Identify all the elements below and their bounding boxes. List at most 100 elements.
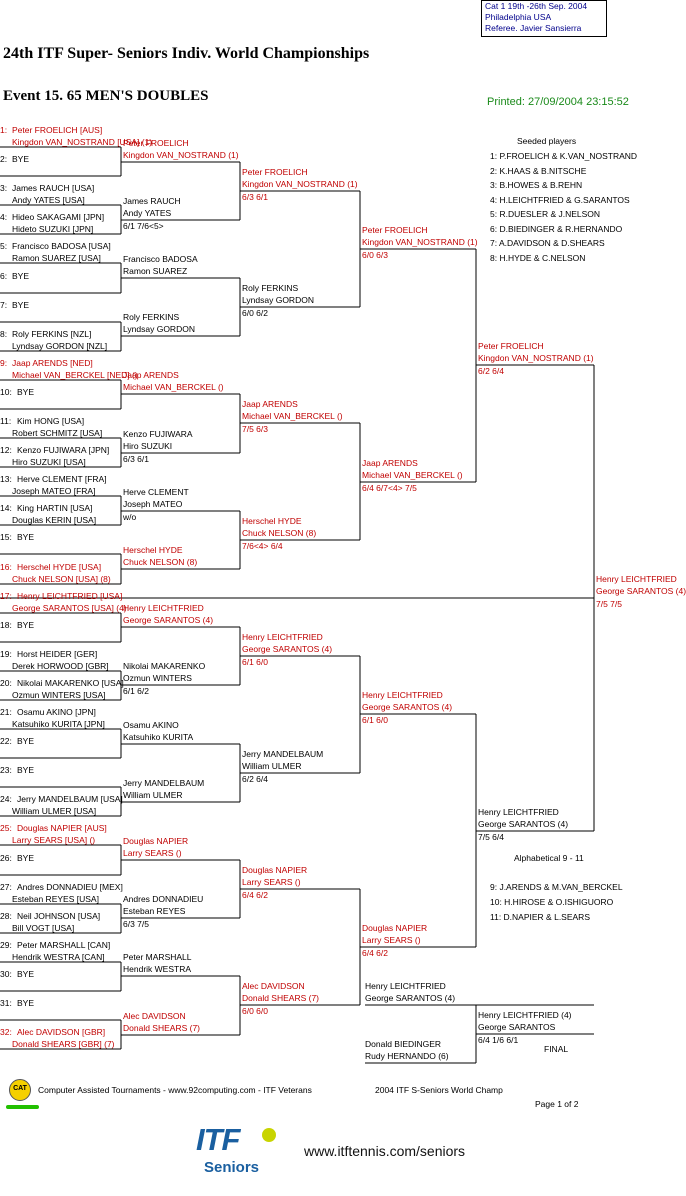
draw-player-1: Kim HONG [USA] [17,416,85,426]
draw-player-1: Osamu AKINO [JPN] [17,707,96,717]
round1-player-2: George SARANTOS (4) [123,615,214,625]
seeded-title: Seeded players [517,136,577,146]
draw-seed-number: 6: [0,270,8,281]
footer-page-number: Page 1 of 2 [535,1099,579,1109]
draw-seed-number: 7: [0,299,8,310]
cat-logo-text: CAT [13,1085,27,1092]
round2-player-1: Henry LEICHTFRIED [242,632,323,642]
draw-seed-number: 31: [0,998,12,1008]
round3-score: 6/4 6/2 [362,948,388,958]
draw-player-1: Henry LEICHTFRIED [USA] [17,590,123,601]
round2-player-2: Kingdon VAN_NOSTRAND (1) [242,179,358,189]
tennis-ball-icon [262,1128,276,1142]
round1-player-2: Kingdon VAN_NOSTRAND (1) [123,150,239,160]
draw-player-2: Larry SEARS [USA] () [12,835,96,846]
final-finalist-1-p2: George SARANTOS (4) [365,993,456,1003]
draw-player-2: Donald SHEARS [GBR] (7) [12,1039,115,1050]
round2-player-1: Herschel HYDE [242,516,302,526]
draw-player-2: Andy YATES [USA] [12,195,85,206]
draw-player-2: Lyndsay GORDON [NZL] [12,340,108,351]
itf-url[interactable]: www.itftennis.com/seniors [304,1143,466,1159]
round4-player-1: Henry LEICHTFRIED [478,807,559,817]
draw-player-2: William ULMER [USA] [12,806,97,817]
round3-player-2: George SARANTOS (4) [362,702,453,712]
draw-player-2: Kingdon VAN_NOSTRAND [USA] (1) [12,137,153,147]
seeded-item: 8: H.HYDE & C.NELSON [490,252,586,263]
round3-score: 6/1 6/0 [362,715,388,725]
round1-player-2: William ULMER [123,790,183,800]
round1-score: 6/1 7/6<5> [123,221,164,231]
tournament-info-box: Cat 1 19th -26th Sep. 2004 Philadelphia … [481,0,607,37]
round3-player-2: Kingdon VAN_NOSTRAND (1) [362,237,478,247]
round2-player-1: Jerry MANDELBAUM [242,749,324,759]
alphabetical-item: 11: D.NAPIER & L.SEARS [490,912,590,922]
round2-score: 6/1 6/0 [242,657,268,667]
draw-seed-number: 13: [0,474,12,485]
alphabetical-item: 10: H.HIROSE & O.ISHIGUORO [490,897,614,907]
itf-logo: ITF Seniors [196,1122,286,1180]
alphabetical-title: Alphabetical 9 - 11 [514,853,584,863]
draw-player-1: Jaap ARENDS [NED] [12,357,93,368]
round1-player-1: Alec DAVIDSON [123,1011,186,1021]
champion-score: 6/4 1/6 6/1 [478,1035,519,1045]
draw-player-1: BYE [17,968,35,979]
draw-player-2: Chuck NELSON [USA] (8) [12,573,111,584]
cat-logo-underline [6,1105,39,1109]
printed-timestamp: Printed: 27/09/2004 23:15:52 [487,96,629,108]
round1-score: w/o [123,512,137,522]
champion-p1: Henry LEICHTFRIED (4) [478,1010,572,1020]
draw-player-1: Herve CLEMENT [FRA] [17,474,107,485]
itf-logo-text: ITF [196,1122,240,1157]
round1-player-2: Ramon SUAREZ [123,266,188,276]
round1-player-2: Larry SEARS () [123,848,182,858]
round2-score: 7/5 6/3 [242,424,268,434]
round2-player-2: Larry SEARS () [242,877,301,887]
info-line-3: Referee. Javier Sansierra [485,23,582,33]
round1-score: 6/3 6/1 [123,454,149,464]
round2-score: 6/2 6/4 [242,774,268,784]
round5-score: 7/5 7/5 [596,599,622,609]
round1-player-2: Hiro SUZUKI [123,441,173,451]
draw-player-1: Neil JOHNSON [USA] [17,910,101,921]
draw-seed-number: 20: [0,677,12,688]
round1-score: 6/3 7/5 [123,919,149,929]
draw-player-2: Hideto SUZUKI [JPN] [12,224,94,235]
round1-player-2: Michael VAN_BERCKEL () [123,382,224,392]
seeded-item: 7: A.DAVIDSON & D.SHEARS [490,238,605,248]
draw-seed-number: 19: [0,648,12,659]
draw-seed-number: 10: [0,386,12,397]
draw-player-1: Kenzo FUJIWARA [JPN] [17,445,110,456]
draw-player-2: Hiro SUZUKI [USA] [12,457,86,468]
seeded-item: 3: B.HOWES & B.REHN [490,180,583,190]
draw-player-1: Jerry MANDELBAUM [USA] [17,794,123,805]
round5-player-2: George SARANTOS (4) [596,586,686,596]
round1-score: 6/1 6/2 [123,686,149,696]
final-label: FINAL [544,1044,569,1054]
draw-player-1: Herschel HYDE [USA] [17,561,102,572]
draw-player-1: Roly FERKINS [NZL] [12,328,92,339]
round3-player-1: Peter FROELICH [362,225,428,235]
draw-player-2: Derek HORWOOD [GBR] [12,660,109,671]
round2-score: 7/6<4> 6/4 [242,541,283,551]
round2-player-1: Roly FERKINS [242,283,299,293]
round1-player-2: Lyndsay GORDON [123,324,195,334]
round1-player-1: Jaap ARENDS [123,370,179,380]
draw-player-2: Hendrik WESTRA [CAN] [12,951,105,962]
draw-player-1: King HARTIN [USA] [17,503,93,514]
draw-player-1: BYE [17,619,35,630]
round4-player-2: Kingdon VAN_NOSTRAND (1) [478,353,594,363]
event-title: Event 15. 65 MEN'S DOUBLES [3,88,209,104]
draw-player-1: BYE [17,852,35,863]
seeded-item: 2: K.HAAS & B.NITSCHE [490,165,587,176]
draw-player-1: James RAUCH [USA] [12,183,95,194]
draw-player-1: Alec DAVIDSON [GBR] [17,1027,106,1038]
draw-seed-number: 1: [0,125,8,135]
seeded-item: 6: D.BIEDINGER & R.HERNANDO [490,223,623,234]
round2-score: 6/4 6/2 [242,890,268,900]
round1-player-2: Katsuhiko KURITA [123,732,194,742]
draw-player-2: Michael VAN_BERCKEL [NED] () [12,369,138,380]
draw-seed-number: 3: [0,183,8,194]
draw-player-1: BYE [12,270,30,281]
round1-player-1: Francisco BADOSA [123,254,198,264]
